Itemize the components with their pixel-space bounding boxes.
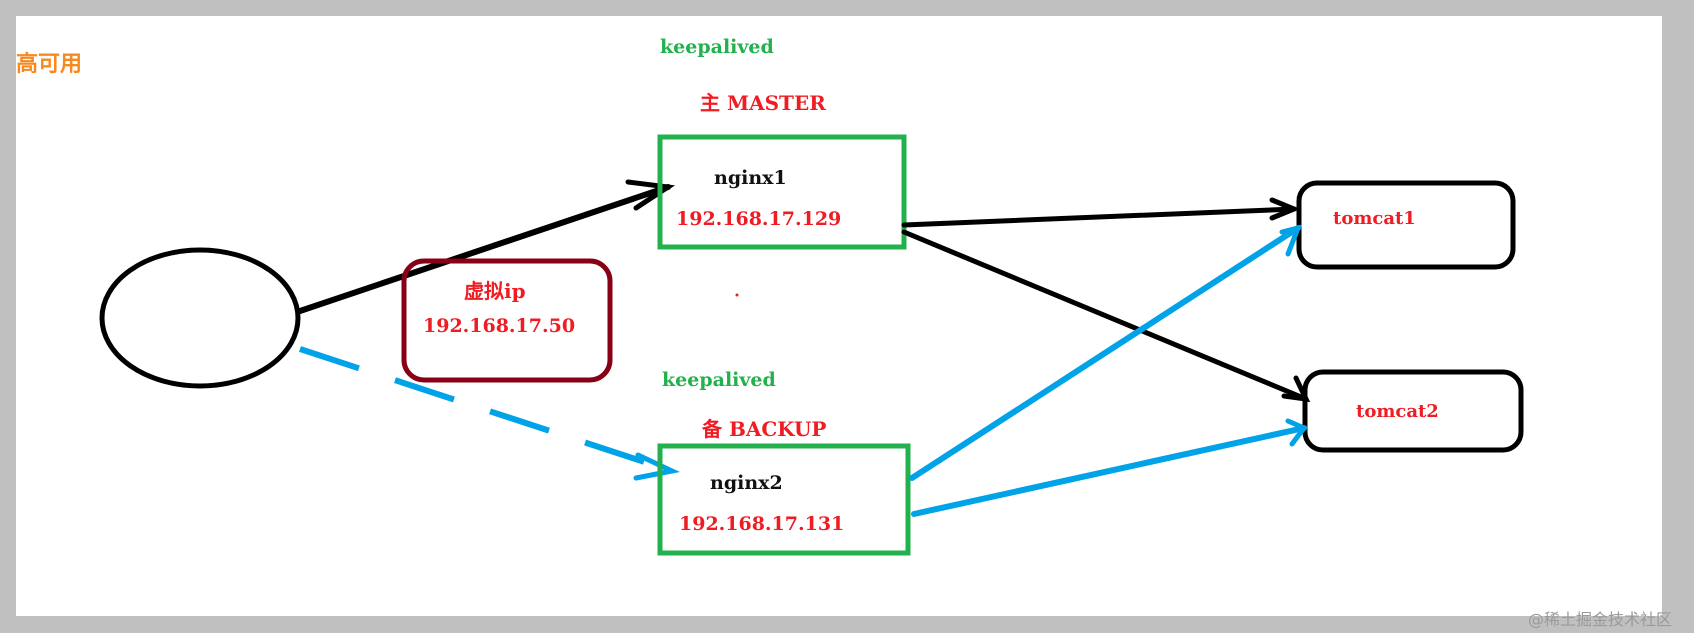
arrowhead-tomcat1-black	[1269, 197, 1301, 221]
edge-nginx2-to-tomcat1	[909, 225, 1301, 481]
edge-nginx1-to-tomcat1	[901, 206, 1297, 228]
vip-box	[401, 258, 613, 383]
master-software-label: keepalived	[660, 36, 774, 58]
edge-client-to-nginx1	[297, 184, 671, 314]
arrowhead-tomcat2-black	[1281, 375, 1311, 403]
vip-ip: 192.168.17.50	[423, 315, 576, 337]
edge-nginx1-to-tomcat2	[901, 229, 1309, 402]
arrowhead-nginx2	[633, 452, 680, 481]
nginx2-box	[657, 443, 911, 556]
tomcat1-name: tomcat1	[1333, 208, 1416, 229]
diagram-title: 高可用	[16, 52, 83, 77]
edge-nginx2-to-tomcat2	[911, 425, 1307, 517]
arrowhead-nginx1	[625, 179, 676, 211]
nginx2-ip: 192.168.17.131	[679, 513, 845, 535]
tomcat2-box	[1302, 369, 1524, 453]
diagram-shapes	[99, 134, 1524, 556]
diagram-canvas: 高可用 keepalived 主 MASTER nginx1 192.168.1…	[16, 16, 1662, 616]
arrowhead-tomcat1-blue	[1279, 224, 1303, 257]
nginx1-name: nginx1	[714, 167, 787, 189]
master-role-label: 主 MASTER	[700, 91, 826, 115]
nginx1-box	[657, 134, 907, 250]
client-node	[99, 247, 301, 389]
arrowhead-tomcat2-blue	[1285, 418, 1308, 447]
vip-label: 虚拟ip	[464, 279, 526, 303]
tomcat1-box	[1296, 180, 1516, 270]
backup-role-label: 备 BACKUP	[702, 417, 827, 441]
watermark: @稀土掘金技术社区	[1528, 610, 1673, 629]
nginx2-name: nginx2	[710, 472, 783, 494]
edge-client-to-nginx2-dashed	[299, 346, 673, 474]
backup-software-label: keepalived	[662, 369, 776, 391]
nginx1-ip: 192.168.17.129	[676, 208, 842, 230]
stray-dot	[735, 293, 739, 297]
tomcat2-name: tomcat2	[1356, 401, 1439, 422]
